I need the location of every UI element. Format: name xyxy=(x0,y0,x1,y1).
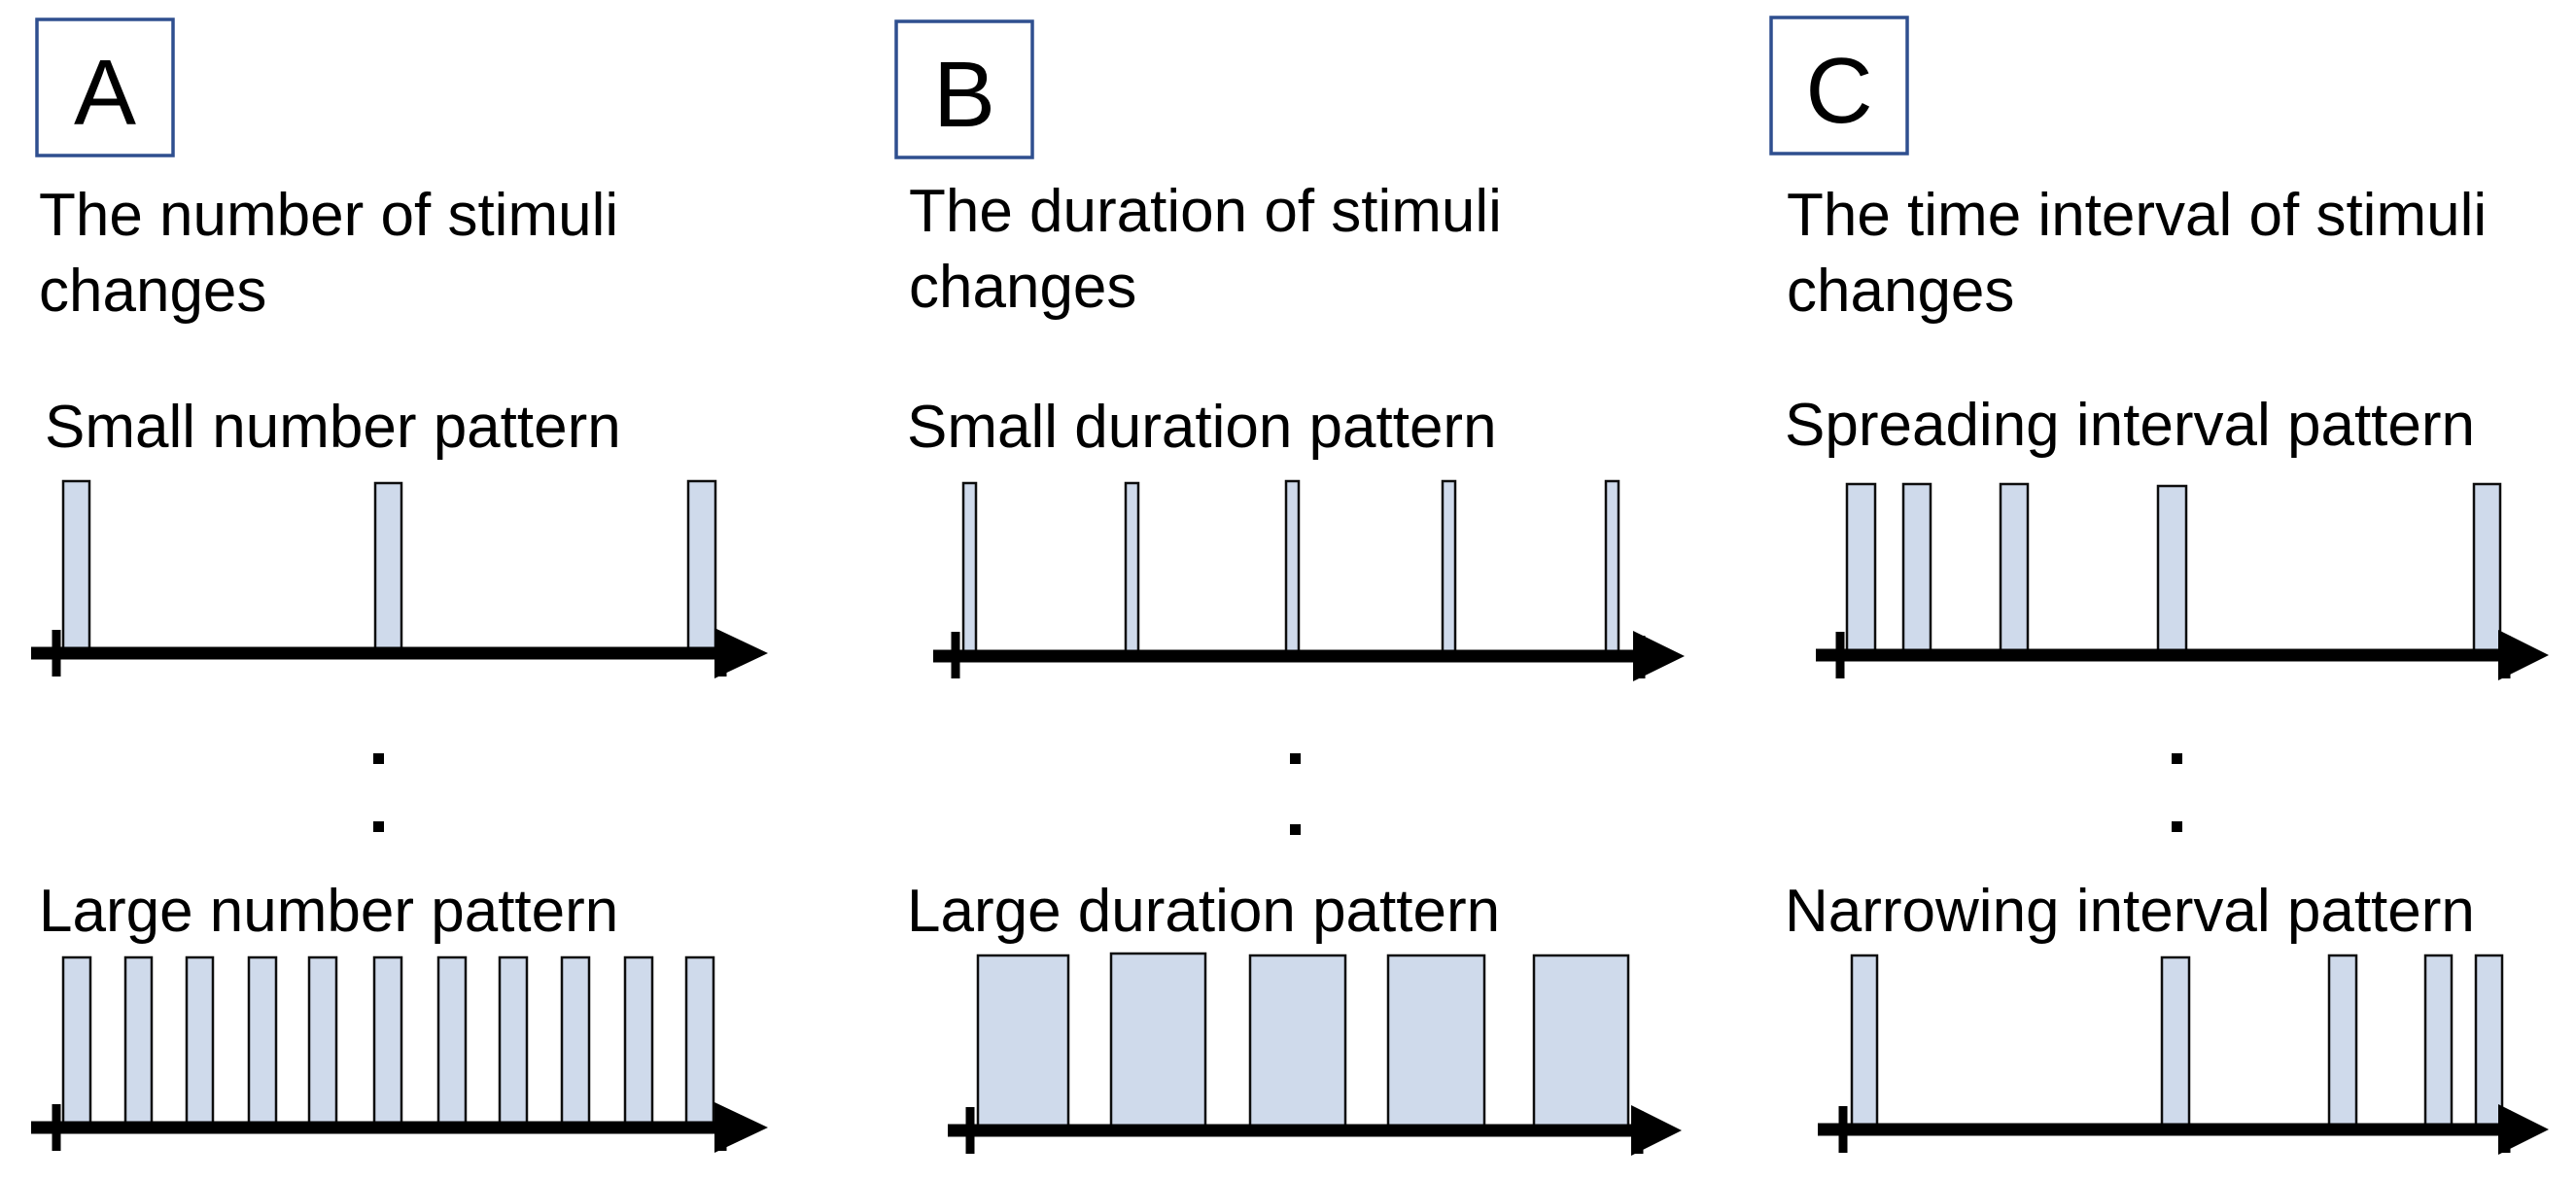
panel-b-heading-line1: The duration of stimuli xyxy=(909,178,1502,245)
panel-b-ellipsis xyxy=(1290,753,1301,835)
stimulus xyxy=(2474,954,2504,1129)
stimulus xyxy=(61,955,92,1129)
axis-arrowhead xyxy=(2498,630,2549,680)
panel-c-bottom-label: Narrowing interval pattern xyxy=(1785,878,2475,945)
panel-a-ellipsis xyxy=(373,753,384,832)
panel-a-heading-line2: changes xyxy=(39,258,266,325)
panel-b-top-time-axis xyxy=(933,631,1685,681)
panel-c-letter: C xyxy=(1805,39,1872,143)
panel-c-heading-line2: changes xyxy=(1787,258,2014,325)
panel-b-letter-box xyxy=(894,19,1034,159)
stimulus xyxy=(623,955,654,1129)
stimulus xyxy=(498,955,529,1129)
panel-c-heading-line1: The time interval of stimuli xyxy=(1787,182,2487,249)
stimulus xyxy=(61,479,91,653)
stimulus xyxy=(1901,482,1932,653)
panel-b: B The duration of stimuli changes Small … xyxy=(894,19,1685,1156)
panel-a-top-stimuli xyxy=(61,479,717,653)
stimulus xyxy=(1999,482,2030,653)
stimulus xyxy=(1532,954,1630,1129)
panel-c: C The time interval of stimuli changes S… xyxy=(1769,16,2549,1155)
stimulus xyxy=(373,481,403,653)
stimulus xyxy=(961,481,978,653)
axis-arrowhead xyxy=(1633,631,1685,681)
stimulus xyxy=(1109,952,1207,1129)
stimulus xyxy=(1284,479,1301,653)
stimulus xyxy=(2472,482,2502,653)
panel-a: A The number of stimuli changes Small nu… xyxy=(31,17,768,1153)
stimulus xyxy=(1850,954,1879,1129)
panel-a-heading-line1: The number of stimuli xyxy=(39,182,618,249)
panel-a-top-label: Small number pattern xyxy=(45,394,621,461)
stimulus xyxy=(185,955,215,1129)
panel-b-top-stimuli xyxy=(961,479,1620,653)
panel-c-ellipsis xyxy=(2172,753,2182,832)
stimulus xyxy=(560,955,591,1129)
panel-b-bottom-label: Large duration pattern xyxy=(907,878,1500,945)
stimulus xyxy=(1845,482,1877,653)
stimulus xyxy=(307,955,338,1129)
stimulus xyxy=(2160,955,2191,1129)
panel-a-bottom-time-axis xyxy=(31,1102,768,1153)
stimulus xyxy=(1604,479,1620,653)
panel-a-bottom-stimuli xyxy=(61,955,715,1129)
stimulus xyxy=(2423,954,2454,1129)
stimulus xyxy=(123,955,154,1129)
axis-arrowhead xyxy=(714,628,768,678)
stimulus xyxy=(372,955,403,1129)
panel-b-heading-line2: changes xyxy=(909,254,1136,321)
stimulus xyxy=(1386,954,1486,1129)
stimulus xyxy=(1248,954,1347,1129)
panel-a-top-time-axis xyxy=(31,628,768,678)
panel-c-top-label: Spreading interval pattern xyxy=(1785,392,2475,459)
panel-a-letter-box xyxy=(35,17,175,157)
panel-a-bottom-label: Large number pattern xyxy=(39,878,618,945)
stimulus xyxy=(436,955,468,1129)
panel-c-top-stimuli xyxy=(1845,482,2502,653)
stimulus xyxy=(2156,484,2188,653)
stimulus xyxy=(1124,481,1140,653)
axis-arrowhead xyxy=(2498,1104,2549,1155)
stimulus xyxy=(686,479,717,653)
axis-arrowhead xyxy=(1631,1105,1682,1156)
stimulus xyxy=(684,955,715,1129)
panel-b-top-label: Small duration pattern xyxy=(907,394,1497,461)
axis-arrowhead xyxy=(714,1102,768,1153)
panel-c-bottom-stimuli xyxy=(1850,954,2504,1129)
panel-c-bottom-time-axis xyxy=(1818,1104,2549,1155)
panel-c-letter-box xyxy=(1769,16,1909,156)
panel-b-bottom-stimuli xyxy=(976,952,1630,1129)
panel-b-letter: B xyxy=(933,43,995,147)
panel-a-letter: A xyxy=(74,41,136,145)
stimulus xyxy=(1441,479,1457,653)
stimulus xyxy=(976,954,1070,1129)
panel-c-top-time-axis xyxy=(1816,630,2549,680)
stimulus xyxy=(2327,954,2358,1129)
panel-b-bottom-time-axis xyxy=(948,1105,1682,1156)
stimulus xyxy=(247,955,278,1129)
